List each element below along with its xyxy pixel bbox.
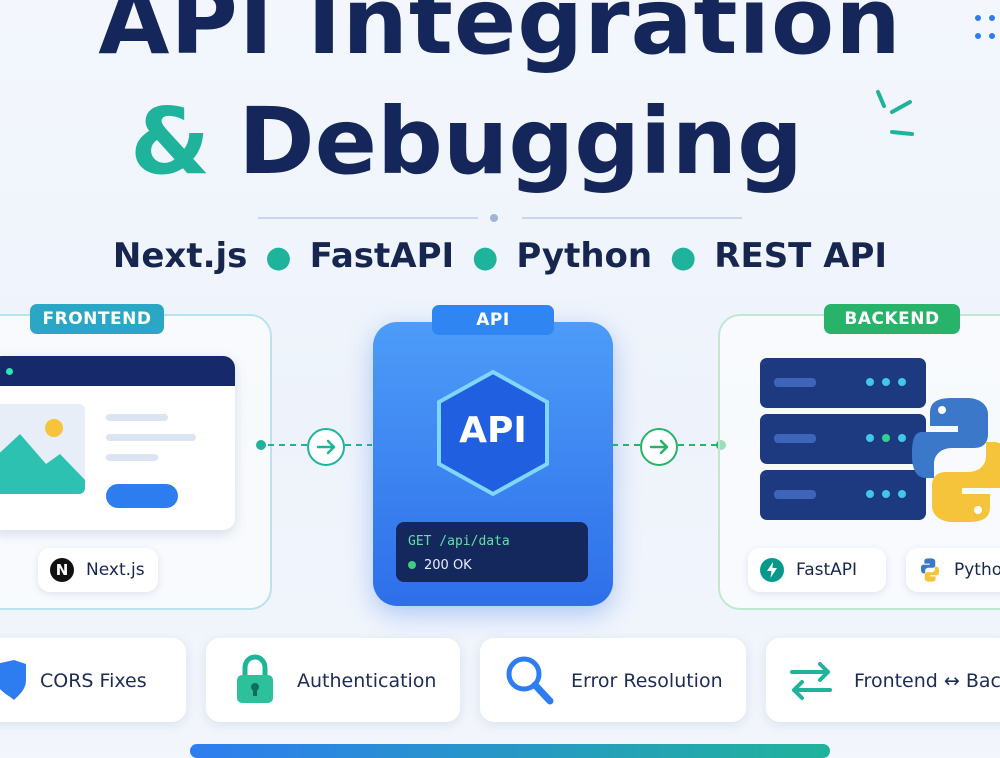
python-chip-label: Python xyxy=(954,560,1000,580)
python-logo-icon xyxy=(921,558,939,582)
api-request-line: GET /api/data xyxy=(408,534,510,549)
lock-icon xyxy=(237,654,273,703)
feature-card-cors: CORS Fixes xyxy=(0,638,186,722)
python-logo-icon xyxy=(912,398,1000,522)
tech-rest-api: REST API xyxy=(714,236,888,276)
sparkle-icon xyxy=(876,90,914,136)
title-divider xyxy=(258,214,742,222)
browser-window-illustration xyxy=(0,356,235,530)
page-title-line1: API Integration xyxy=(98,0,902,75)
browser-button-illustration xyxy=(106,484,178,508)
api-hexagon-icon xyxy=(437,369,549,497)
api-response-terminal: GET /api/data 200 OK xyxy=(396,522,588,582)
arrow-right-icon xyxy=(307,428,345,466)
tech-python: Python xyxy=(516,236,653,276)
page-title-line2: &Debugging xyxy=(130,92,803,192)
swap-arrows-icon xyxy=(790,662,832,700)
fastapi-chip-label: FastAPI xyxy=(796,560,858,580)
title-debugging: Debugging xyxy=(238,88,803,195)
feature-label-errors: Error Resolution xyxy=(571,670,723,692)
image-placeholder-icon xyxy=(0,404,85,494)
fastapi-logo-icon xyxy=(760,558,784,582)
nextjs-logo-icon: N xyxy=(50,558,74,582)
bullet-icon: ● xyxy=(670,240,697,275)
bullet-icon: ● xyxy=(472,240,499,275)
nextjs-chip-label: Next.js xyxy=(86,560,145,580)
feature-label-frontend-backend: Frontend ↔ Backend xyxy=(854,670,1000,692)
api-response-status: 200 OK xyxy=(424,558,472,573)
fastapi-chip: FastAPI xyxy=(748,548,886,592)
status-ok-dot xyxy=(408,561,416,569)
connector-dot xyxy=(256,440,266,450)
feature-label-auth: Authentication xyxy=(297,670,437,692)
feature-card-auth: Authentication xyxy=(206,638,460,722)
ampersand: & xyxy=(130,88,211,195)
python-chip: Python xyxy=(906,548,1000,592)
api-badge-label: API xyxy=(459,410,527,451)
nextjs-chip: N Next.js xyxy=(38,548,158,592)
backend-tag: BACKEND xyxy=(824,304,960,334)
feature-label-cors: CORS Fixes xyxy=(40,670,147,692)
feature-card-frontend-backend: Frontend ↔ Backend xyxy=(766,638,1000,722)
server-rack-icon xyxy=(760,358,926,520)
feature-card-errors: Error Resolution xyxy=(480,638,746,722)
bullet-icon: ● xyxy=(265,240,292,275)
decorative-dots xyxy=(975,15,995,39)
tech-fastapi: FastAPI xyxy=(309,236,455,276)
bottom-gradient-bar xyxy=(190,744,830,758)
tech-stack-line: Next.js ● FastAPI ● Python ● REST API xyxy=(0,236,1000,276)
frontend-tag: FRONTEND xyxy=(30,304,164,334)
api-tag: API xyxy=(432,305,554,335)
shield-icon xyxy=(0,660,26,700)
arrow-right-icon xyxy=(640,428,678,466)
magnifier-icon xyxy=(506,656,554,705)
tech-nextjs: Next.js xyxy=(112,236,248,276)
